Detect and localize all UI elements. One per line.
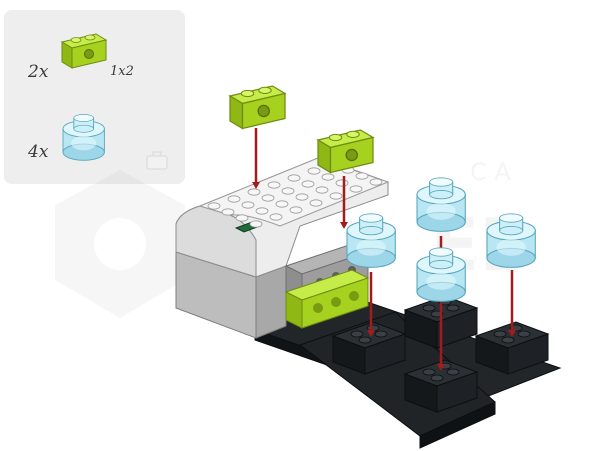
placement-arrows (252, 128, 516, 371)
hub-stud (301, 180, 315, 188)
hub-stud (267, 181, 281, 189)
hub-stud (335, 179, 349, 187)
part-quantity-lime-brick: 2x (28, 62, 49, 82)
lime-brick-icon (61, 33, 107, 69)
hub-stud (309, 199, 323, 207)
hub-stud (295, 193, 309, 201)
toolbox-icon (146, 151, 168, 170)
hub-stud (255, 207, 269, 215)
hub-stud (355, 172, 369, 180)
hub-stud (261, 194, 275, 202)
part-size-lime-brick: 1x2 (110, 64, 134, 79)
hub-stud (247, 188, 261, 196)
lime-brick-incoming (229, 85, 286, 130)
round-plate-incoming (416, 177, 466, 232)
hub-stud (269, 213, 283, 221)
hub-stud (235, 214, 249, 222)
svg-text:C A: C A (470, 158, 511, 186)
hub-stud (249, 220, 263, 228)
hub-stud (287, 174, 301, 182)
hub-stud (275, 200, 289, 208)
hub-stud (369, 178, 383, 186)
hub-stud (315, 186, 329, 194)
hub-stud (329, 192, 343, 200)
hub-stud (241, 201, 255, 209)
hub-stud (349, 185, 363, 193)
hub-stud (207, 202, 221, 210)
hub-stud (321, 173, 335, 181)
hub-stud (307, 167, 321, 175)
lime-brick-incoming (317, 129, 374, 174)
hub-stud (281, 187, 295, 195)
hub-stud (227, 195, 241, 203)
hub-stud (289, 206, 303, 214)
lime-technic-brick (284, 269, 370, 329)
hub-stud (221, 208, 235, 216)
round-plate-incoming (346, 213, 396, 268)
part-quantity-round-plate: 4x (28, 142, 49, 162)
round-plate-icon (62, 113, 105, 161)
